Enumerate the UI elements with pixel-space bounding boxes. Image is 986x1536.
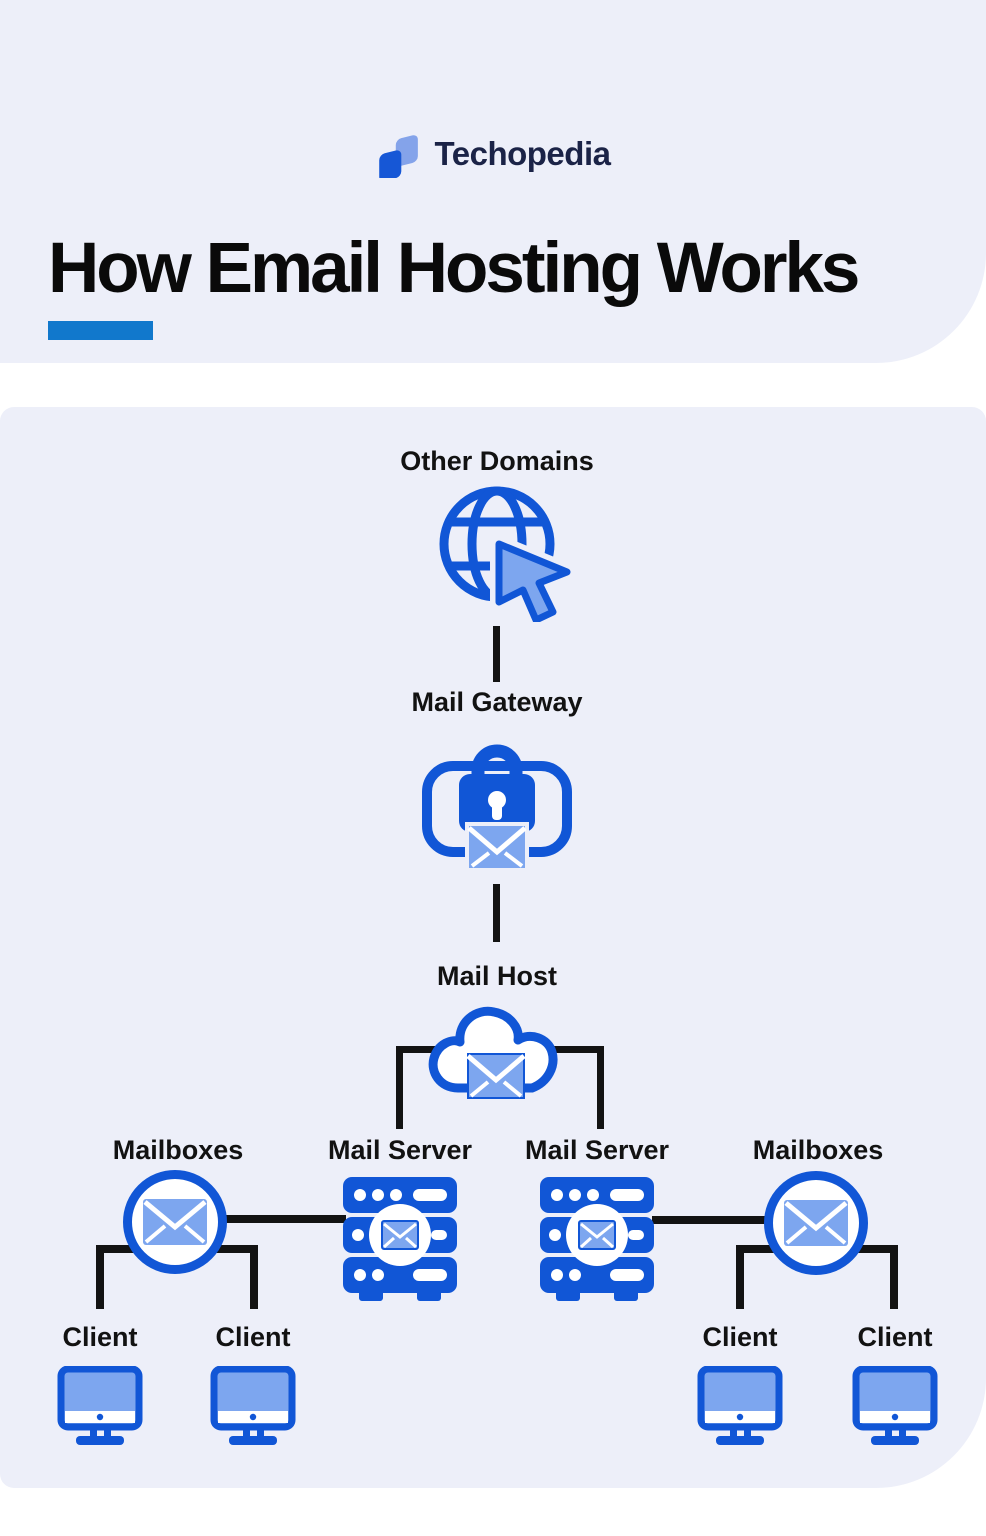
connector-domains-gateway xyxy=(493,626,500,682)
title-accent-bar xyxy=(48,321,153,340)
mail-host-label: Mail Host xyxy=(436,961,558,991)
mail-server-right-icon xyxy=(540,1177,654,1308)
mailboxes-right-icon xyxy=(764,1171,868,1275)
client-4-monitor-icon xyxy=(852,1365,938,1457)
connector-host-server-left xyxy=(396,1046,403,1129)
mail-host-icon xyxy=(428,996,566,1109)
connector-client-3-drop xyxy=(736,1245,744,1309)
page-title: How Email Hosting Works xyxy=(48,229,860,308)
mailboxes-left-icon xyxy=(123,1170,227,1274)
client-2-monitor-icon xyxy=(210,1365,296,1457)
mail-gateway-label: Mail Gateway xyxy=(411,687,583,717)
mailboxes-left-label: Mailboxes xyxy=(112,1135,244,1165)
client-2-label: Client xyxy=(215,1322,291,1352)
client-4-label: Client xyxy=(857,1322,933,1352)
brand: Techopedia xyxy=(376,124,611,183)
client-1-label: Client xyxy=(62,1322,138,1352)
globe-cursor-icon xyxy=(437,482,576,629)
mail-server-left-label: Mail Server xyxy=(327,1135,473,1165)
connector-mailbox-server-right xyxy=(652,1216,768,1224)
other-domains-label: Other Domains xyxy=(400,446,594,476)
mail-server-left-icon xyxy=(343,1177,457,1308)
connector-client-4-drop xyxy=(890,1245,898,1309)
connector-mailbox-server-left xyxy=(214,1215,346,1223)
connector-host-server-right xyxy=(597,1046,604,1129)
client-1-monitor-icon xyxy=(57,1365,143,1457)
connector-gateway-host xyxy=(493,884,500,942)
connector-client-2-drop xyxy=(250,1245,258,1309)
mail-gateway-icon xyxy=(422,724,572,879)
mailboxes-right-label: Mailboxes xyxy=(752,1135,884,1165)
brand-name: Techopedia xyxy=(434,134,611,172)
client-3-label: Client xyxy=(702,1322,778,1352)
connector-client-1-drop xyxy=(96,1245,104,1309)
header-panel xyxy=(0,0,986,363)
mail-server-right-label: Mail Server xyxy=(524,1135,670,1165)
techopedia-logo-icon xyxy=(376,124,422,183)
client-3-monitor-icon xyxy=(697,1365,783,1457)
